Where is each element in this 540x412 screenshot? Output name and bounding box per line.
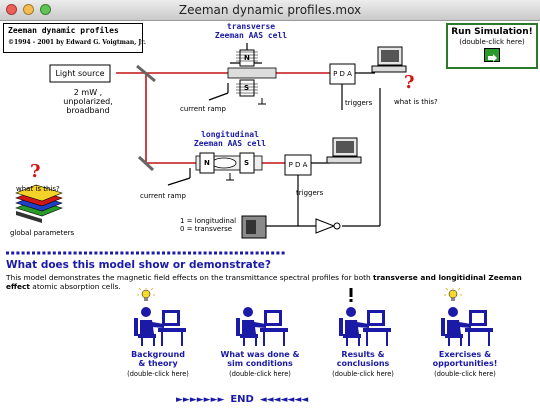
copyright-box: Zeeman dynamic profiles ©1994 - 2001 by … xyxy=(3,23,146,53)
computer-icon-lower xyxy=(326,137,362,164)
beam-splitter-upper xyxy=(136,64,156,83)
mirror-lower xyxy=(137,155,155,172)
what-is-this-left[interactable]: what is this? xyxy=(16,185,60,193)
longitudinal-cell-label: longitudinal Zeeman AAS cell xyxy=(193,130,267,148)
topic-label-line1: Results & xyxy=(341,350,385,359)
light-source-label[interactable]: Light source xyxy=(55,69,105,78)
inverter-icon xyxy=(315,218,341,234)
optical-diagram xyxy=(6,43,407,255)
laser-beams xyxy=(116,72,330,164)
transverse-cell-device xyxy=(227,49,277,105)
exclamation-icon xyxy=(349,288,353,302)
person-at-computer-icon xyxy=(441,288,493,346)
longitudinal-cell-device xyxy=(195,152,263,181)
question-icon-left[interactable]: ? xyxy=(30,161,41,182)
run-simulation-button[interactable]: Run Simulation! (double-click here) xyxy=(446,23,538,69)
model-canvas: Zeeman dynamic profiles ©1994 - 2001 by … xyxy=(0,20,540,412)
run-hint: (double-click here) xyxy=(459,38,525,46)
topic-label-line2: conclusions xyxy=(336,359,390,368)
topic-button-3[interactable]: Results & conclusions (double-click here… xyxy=(317,288,409,388)
end-marker: ►►►►►►► END ◄◄◄◄◄◄◄ xyxy=(176,394,309,405)
minimize-button[interactable] xyxy=(23,4,34,15)
light-source-box xyxy=(49,64,111,83)
topic-label-line2: & theory xyxy=(138,359,178,368)
window-controls xyxy=(6,4,51,15)
pda-label-upper: P D A xyxy=(333,70,352,78)
lightbulb-icon xyxy=(444,288,462,301)
topic-button-4[interactable]: Exercises & opportunities! (double-click… xyxy=(419,288,511,388)
magnet-n-upper: N xyxy=(244,54,250,62)
lightbulb-icon xyxy=(137,288,155,301)
copyright-text: ©1994 - 2001 by Edward G. Voigtman, Jr. xyxy=(8,39,146,46)
topic-hint: (double-click here) xyxy=(332,370,394,378)
topic-button-1[interactable]: Background & theory (double-click here) xyxy=(112,288,204,388)
topic-label-line1: Exercises & xyxy=(438,350,492,359)
title-bar: Zeeman dynamic profiles.mox xyxy=(0,0,540,21)
section-title: What does this model show or demonstrate… xyxy=(6,259,271,271)
person-at-computer-icon xyxy=(134,288,186,346)
topic-label-line2: opportunities! xyxy=(432,359,498,368)
question-icon-right[interactable]: ? xyxy=(404,72,415,93)
close-button[interactable] xyxy=(6,4,17,15)
pda-box-upper xyxy=(329,63,356,85)
person-at-computer-icon xyxy=(339,288,391,346)
current-ramp-label-lower: current ramp xyxy=(140,192,186,200)
magnet-n-lower: N xyxy=(204,159,210,167)
topic-hint: (double-click here) xyxy=(434,370,496,378)
model-name: Zeeman dynamic profiles xyxy=(8,26,119,35)
magnet-s-lower: S xyxy=(244,159,250,167)
topic-hint: (double-click here) xyxy=(229,370,291,378)
person-at-computer-icon xyxy=(236,307,288,346)
source-description: 2 mW , unpolarized, broadband xyxy=(63,88,113,115)
mode-switch-icon[interactable] xyxy=(241,215,267,239)
topic-label-line1: What was done & xyxy=(220,350,300,359)
pda-box-lower xyxy=(284,154,312,176)
current-ramp-label-upper: current ramp xyxy=(180,105,226,113)
computer-icon-upper xyxy=(371,46,407,73)
global-parameters-label[interactable]: global parameters xyxy=(10,229,75,237)
topic-label-line1: Background xyxy=(131,350,185,359)
run-arrow-icon xyxy=(484,48,500,62)
zoom-button[interactable] xyxy=(40,4,51,15)
topic-hint: (double-click here) xyxy=(127,370,189,378)
mode-legend: 1 = longitudinal 0 = transverse xyxy=(180,217,237,233)
pda-label-lower: P D A xyxy=(288,161,308,169)
transverse-cell-label: transverse Zeeman AAS cell xyxy=(214,22,288,40)
window-title: Zeeman dynamic profiles.mox xyxy=(178,3,362,17)
run-label: Run Simulation! xyxy=(451,27,533,37)
magnet-s-upper: S xyxy=(244,84,250,92)
global-parameters-icon[interactable] xyxy=(15,184,63,223)
triggers-label-lower: triggers xyxy=(296,189,324,197)
topic-label-line2: sim conditions xyxy=(227,359,293,368)
triggers-label-upper: triggers xyxy=(345,99,373,107)
section-description: This model demonstrates the magnetic fie… xyxy=(6,273,522,291)
topic-button-2[interactable]: What was done & sim conditions (double-c… xyxy=(214,288,306,388)
what-is-this-right[interactable]: what is this? xyxy=(394,98,438,106)
